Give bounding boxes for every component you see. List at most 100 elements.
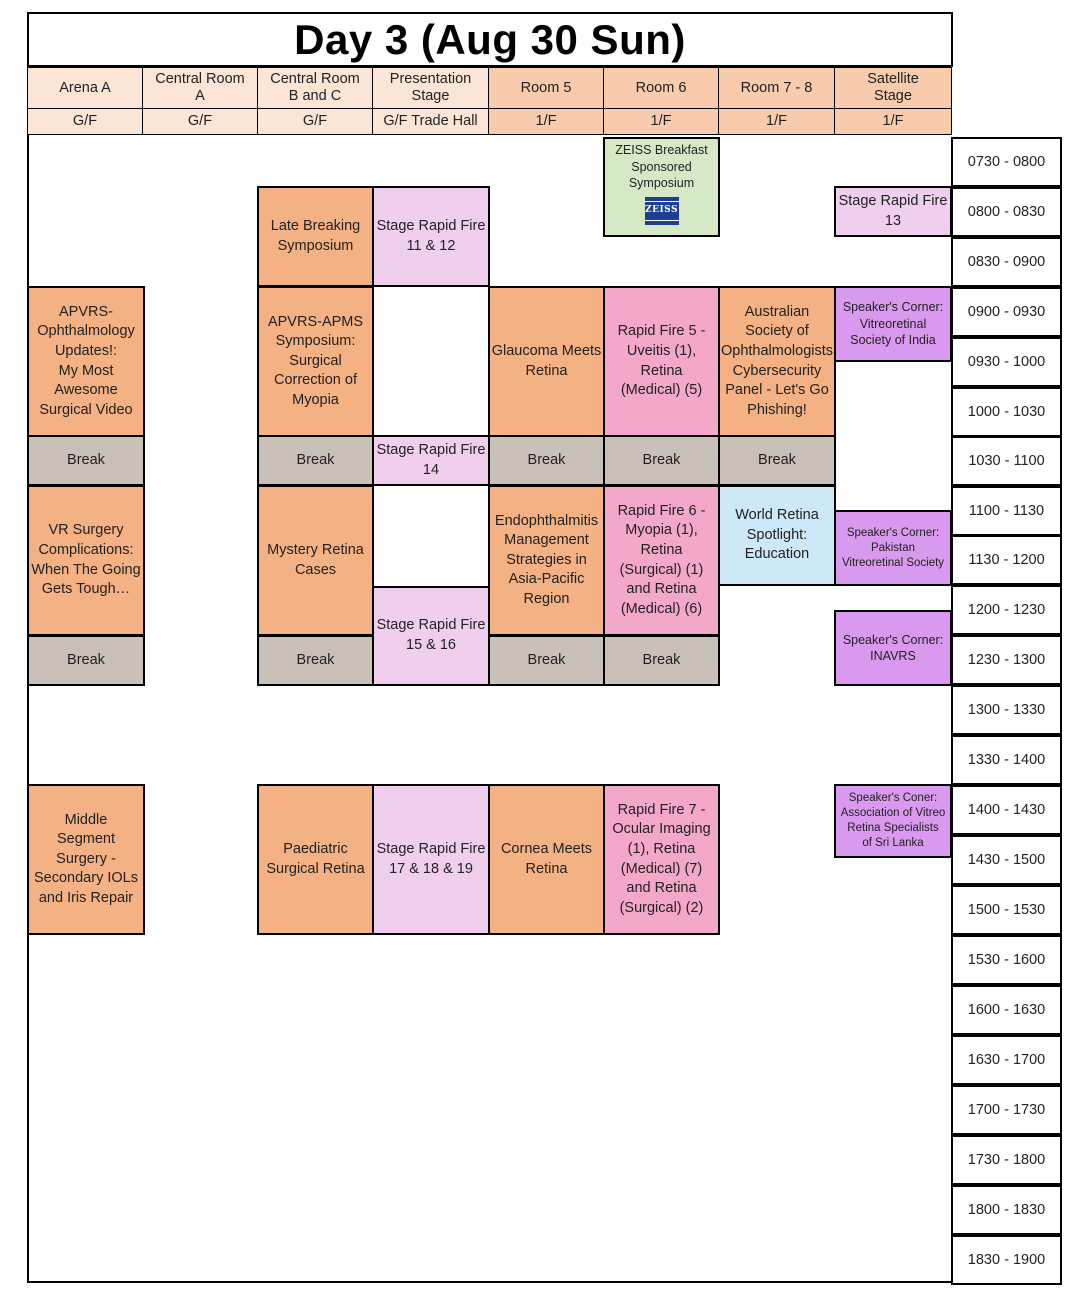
venue-floor-room-7-8: 1/F	[718, 108, 835, 135]
event-title: Mystery Retina Cases	[267, 541, 364, 578]
venue-floor-presentation-stage: G/F Trade Hall	[372, 108, 489, 135]
time-slot: 1030 - 1100	[951, 436, 1062, 486]
time-slot: 0730 - 0800	[951, 137, 1062, 187]
page-title: Day 3 (Aug 30 Sun)	[294, 15, 686, 63]
event-endophthalmitis-management[interactable]: Endophthalmitis Management Strategies in…	[488, 485, 605, 636]
event-stage-rapid-fire-15-16[interactable]: Stage Rapid Fire 15 & 16	[372, 586, 490, 686]
time-slot: 1100 - 1130	[951, 486, 1062, 536]
event-speakers-corner-india[interactable]: Speaker's Corner: Vitreoretinal Society …	[834, 286, 952, 362]
time-slot: 1530 - 1600	[951, 935, 1062, 985]
event-cybersecurity-panel[interactable]: Australian Society of Ophthalmologists C…	[718, 286, 836, 437]
event-title: Break	[67, 651, 105, 668]
event-break: Break	[488, 435, 605, 486]
event-title: Cornea Meets Retina	[500, 840, 593, 877]
venue-header-arena-a: Arena A	[27, 67, 143, 109]
event-stage-rapid-fire-14[interactable]: Stage Rapid Fire 14	[372, 435, 490, 486]
time-slot: 1130 - 1200	[951, 535, 1062, 585]
event-title: Break	[527, 651, 566, 668]
event-title: VR Surgery Complications: When The Going…	[31, 522, 141, 598]
event-title: Speaker's Corner: Vitreoretinal Society …	[842, 300, 944, 348]
event-title: APVRS- Ophthalmology Updates!: My Most A…	[37, 303, 135, 418]
venue-header-central-room-bc: Central Room B and C	[257, 67, 373, 109]
event-title: Speaker's Corner: INAVRS	[842, 632, 944, 664]
event-break: Break	[27, 435, 145, 486]
event-stage-rapid-fire-11-12[interactable]: Stage Rapid Fire 11 & 12	[372, 186, 490, 287]
event-middle-segment-surgery[interactable]: Middle Segment Surgery - Secondary IOLs …	[27, 784, 145, 935]
event-title: Break	[527, 451, 566, 468]
venue-header-room-5: Room 5	[488, 67, 604, 109]
event-title: Break	[642, 651, 681, 668]
zeiss-logo-icon: ZEISS	[644, 196, 679, 225]
venue-header-satellite-stage: Satellite Stage	[834, 67, 952, 109]
event-break: Break	[257, 635, 374, 686]
time-slot: 1500 - 1530	[951, 885, 1062, 935]
event-break: Break	[27, 635, 145, 686]
event-title: Break	[758, 451, 796, 468]
time-slot: 1200 - 1230	[951, 585, 1062, 635]
time-slot: 1230 - 1300	[951, 635, 1062, 685]
event-title: Rapid Fire 6 - Myopia (1), Retina (Surgi…	[617, 502, 706, 617]
event-title: Glaucoma Meets Retina	[491, 342, 602, 379]
event-title: Stage Rapid Fire 14	[376, 441, 486, 478]
event-title: Break	[296, 651, 335, 668]
event-title: Middle Segment Surgery - Secondary IOLs …	[34, 811, 138, 906]
event-title: World Retina Spotlight: Education	[735, 507, 819, 563]
event-break: Break	[603, 635, 720, 686]
event-zeiss-breakfast[interactable]: ZEISS Breakfast Sponsored Symposium ZEIS…	[603, 137, 720, 237]
event-apvrs-ophthalmology-updates[interactable]: APVRS- Ophthalmology Updates!: My Most A…	[27, 286, 145, 437]
time-slot: 1830 - 1900	[951, 1235, 1062, 1285]
venue-floor-room-5: 1/F	[488, 108, 604, 135]
event-mystery-retina-cases[interactable]: Mystery Retina Cases	[257, 485, 374, 636]
venue-header-central-room-a: Central Room A	[142, 67, 258, 109]
venue-floor-arena-a: G/F	[27, 108, 143, 135]
event-rapid-fire-7[interactable]: Rapid Fire 7 - Ocular Imaging (1), Retin…	[603, 784, 720, 935]
time-slot: 1700 - 1730	[951, 1085, 1062, 1135]
event-break: Break	[718, 435, 836, 486]
event-title: Break	[67, 451, 105, 468]
time-slot: 1000 - 1030	[951, 387, 1062, 437]
time-slot: 1730 - 1800	[951, 1135, 1062, 1185]
event-stage-rapid-fire-13[interactable]: Stage Rapid Fire 13	[834, 186, 952, 237]
venue-floor-central-room-bc: G/F	[257, 108, 373, 135]
event-title: Stage Rapid Fire 11 & 12	[376, 217, 486, 254]
event-title: Paediatric Surgical Retina	[266, 840, 365, 877]
venue-header-presentation-stage: Presentation Stage	[372, 67, 489, 109]
event-break: Break	[257, 435, 374, 486]
time-slot: 1330 - 1400	[951, 735, 1062, 785]
event-title: Break	[642, 451, 681, 468]
event-apvrs-apms-symposium[interactable]: APVRS-APMS Symposium: Surgical Correctio…	[257, 286, 374, 437]
venue-floor-satellite-stage: 1/F	[834, 108, 952, 135]
event-title: ZEISS Breakfast Sponsored Symposium	[615, 143, 708, 190]
event-world-retina-spotlight[interactable]: World Retina Spotlight: Education	[718, 485, 836, 586]
time-slot: 0930 - 1000	[951, 337, 1062, 387]
event-cornea-meets-retina[interactable]: Cornea Meets Retina	[488, 784, 605, 935]
event-title: Rapid Fire 5 - Uveitis (1), Retina (Medi…	[617, 323, 706, 399]
event-title: Endophthalmitis Management Strategies in…	[494, 512, 599, 607]
event-rapid-fire-5[interactable]: Rapid Fire 5 - Uveitis (1), Retina (Medi…	[603, 286, 720, 437]
time-slot: 1430 - 1500	[951, 835, 1062, 885]
event-break: Break	[488, 635, 605, 686]
event-title: Speaker's Corner: Pakistan Vitreoretinal…	[841, 526, 945, 569]
event-title: Stage Rapid Fire 17 & 18 & 19	[376, 840, 486, 877]
event-late-breaking[interactable]: Late Breaking Symposium	[257, 186, 374, 287]
time-slot: 1600 - 1630	[951, 985, 1062, 1035]
venue-header-room-6: Room 6	[603, 67, 719, 109]
time-slot: 0900 - 0930	[951, 287, 1062, 337]
event-speakers-corner-pakistan[interactable]: Speaker's Corner: Pakistan Vitreoretinal…	[834, 510, 952, 586]
event-title: Stage Rapid Fire 13	[838, 192, 948, 229]
event-title: Rapid Fire 7 - Ocular Imaging (1), Retin…	[612, 801, 711, 916]
time-slot: 1300 - 1330	[951, 685, 1062, 735]
event-glaucoma-meets-retina[interactable]: Glaucoma Meets Retina	[488, 286, 605, 437]
event-stage-rapid-fire-17-18-19[interactable]: Stage Rapid Fire 17 & 18 & 19	[372, 784, 490, 935]
event-paediatric-surgical-retina[interactable]: Paediatric Surgical Retina	[257, 784, 374, 935]
title-bar: Day 3 (Aug 30 Sun)	[27, 12, 953, 67]
event-speakers-corner-inavrs[interactable]: Speaker's Corner: INAVRS	[834, 610, 952, 686]
event-speakers-corner-sri-lanka[interactable]: Speaker's Coner: Association of Vitreo R…	[834, 784, 952, 858]
event-rapid-fire-6[interactable]: Rapid Fire 6 - Myopia (1), Retina (Surgi…	[603, 485, 720, 636]
event-title: Late Breaking Symposium	[270, 217, 361, 254]
venue-floor-central-room-a: G/F	[142, 108, 258, 135]
event-vr-surgery-complications[interactable]: VR Surgery Complications: When The Going…	[27, 485, 145, 636]
time-slot: 0800 - 0830	[951, 187, 1062, 237]
zeiss-logo-text: ZEISS	[645, 205, 678, 216]
event-title: Speaker's Coner: Association of Vitreo R…	[840, 792, 946, 849]
